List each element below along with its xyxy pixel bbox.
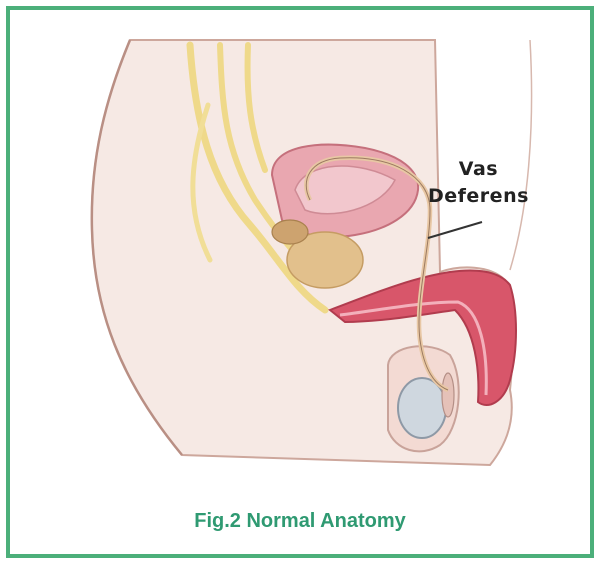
vas-deferens-label: Vas Deferens (428, 156, 529, 210)
epididymis (442, 373, 454, 417)
front-contour (510, 40, 532, 270)
label-line-1: Vas (428, 156, 529, 183)
figure-caption: Fig.2 Normal Anatomy (10, 510, 590, 533)
figure-frame: Vas Deferens Fig.2 Normal Anatomy (6, 6, 594, 558)
seminal-vesicle (272, 220, 308, 244)
label-line-2: Deferens (428, 183, 529, 210)
anatomy-illustration (10, 10, 590, 480)
